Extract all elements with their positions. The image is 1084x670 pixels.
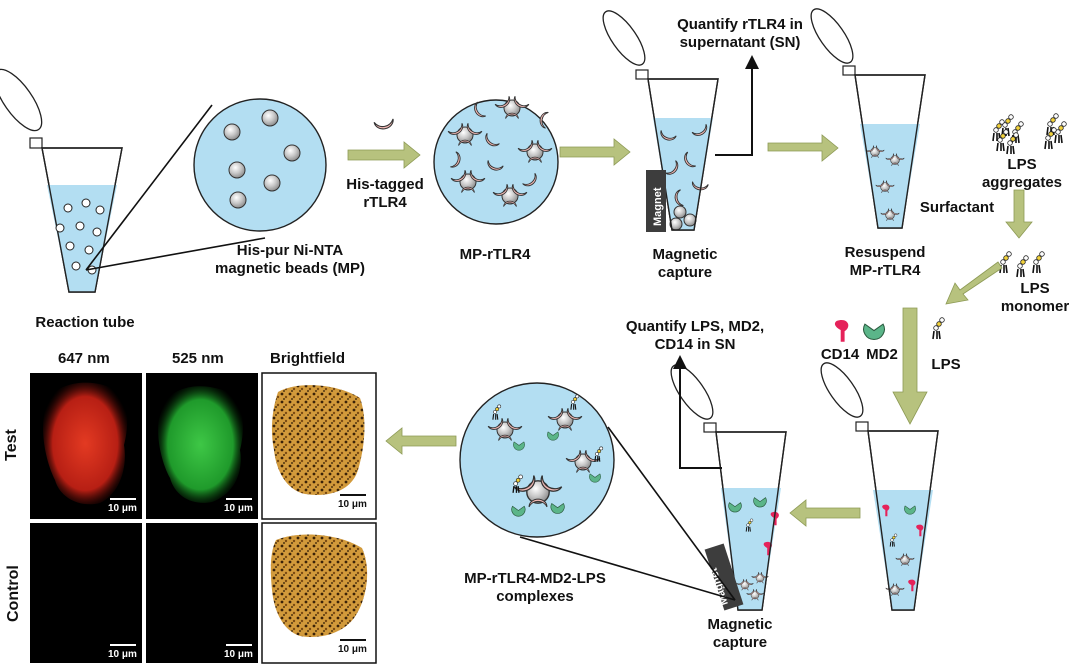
arrow-down	[892, 307, 928, 425]
zoom-line	[607, 426, 736, 601]
scale-label: 10 μm	[224, 649, 253, 660]
rtlr4-icon	[373, 118, 396, 131]
supernatant-arrow	[673, 355, 722, 469]
arrow-left	[789, 499, 861, 527]
arrow-down	[1005, 189, 1033, 239]
md2-icon	[863, 323, 885, 341]
label-magnetic-capture-1: Magnetic capture	[652, 246, 718, 281]
label-reaction-tube: Reaction tube	[35, 314, 135, 331]
capture-tube-2: Magnet	[670, 364, 787, 611]
label-lps-aggregates: LPS aggregates	[981, 156, 1063, 191]
col-header-525: 525 nm	[172, 350, 224, 367]
arrow-diagonal	[945, 261, 1003, 305]
row-header-test: Test	[3, 429, 20, 461]
complexes-circle	[459, 382, 615, 538]
row-header-control: Control	[5, 565, 22, 622]
supernatant-arrow	[715, 55, 759, 156]
lps-monomer-icon	[999, 250, 1046, 278]
magnet-block: Magnet	[646, 170, 666, 232]
scale-label: 10 μm	[224, 503, 253, 514]
cd14-icon	[834, 319, 849, 342]
resuspend-tube	[810, 8, 926, 229]
tube-beads	[55, 198, 105, 275]
zoom-line	[85, 104, 213, 271]
panel-control-647	[30, 523, 142, 663]
capture-tube-1: Magnet	[602, 10, 719, 232]
scale-label: 10 μm	[338, 644, 367, 655]
label-magnetic-beads: His-pur Ni-NTA magnetic beads (MP)	[214, 242, 366, 277]
zoom-line	[519, 536, 736, 601]
arrow-left	[385, 427, 457, 455]
label-mp-rtlr4: MP-rTLR4	[459, 246, 531, 263]
mp-rtlr4-circle	[433, 96, 559, 225]
arrow-right	[347, 141, 421, 169]
arrow-right	[767, 134, 839, 162]
label-lps-monomer: LPS monomer	[1000, 280, 1070, 315]
label-quantify-lps: Quantify LPS, MD2, CD14 in SN	[625, 318, 765, 353]
panel-control-525	[146, 523, 258, 663]
scale-label: 10 μm	[108, 503, 137, 514]
arrow-right	[559, 138, 631, 166]
label-magnetic-capture-2: Magnetic capture	[707, 616, 773, 651]
scale-label: 10 μm	[338, 499, 367, 510]
lps-icon	[932, 316, 946, 340]
label-lps: LPS	[931, 356, 961, 373]
label-resuspend: Resuspend MP-rTLR4	[844, 244, 926, 279]
label-his-tagged-rtlr4: His-tagged rTLR4	[346, 176, 424, 211]
col-header-647: 647 nm	[58, 350, 110, 367]
zoom-line	[85, 237, 266, 271]
lps-aggregates-icon	[992, 112, 1068, 155]
beads-zoom-circle	[193, 98, 327, 232]
label-cd14: CD14	[820, 346, 860, 363]
label-complexes: MP-rTLR4-MD2-LPS complexes	[464, 570, 606, 605]
incubation-tube	[820, 362, 939, 611]
reaction-tube	[0, 68, 123, 293]
svg-text:Magnet: Magnet	[652, 187, 664, 226]
label-surfactant: Surfactant	[919, 199, 995, 216]
col-header-brightfield: Brightfield	[270, 350, 345, 367]
scale-label: 10 μm	[108, 649, 137, 660]
microscopy-grid	[30, 372, 377, 664]
label-quantify-rtlr4: Quantify rTLR4 in supernatant (SN)	[677, 16, 803, 51]
label-md2: MD2	[866, 346, 898, 363]
